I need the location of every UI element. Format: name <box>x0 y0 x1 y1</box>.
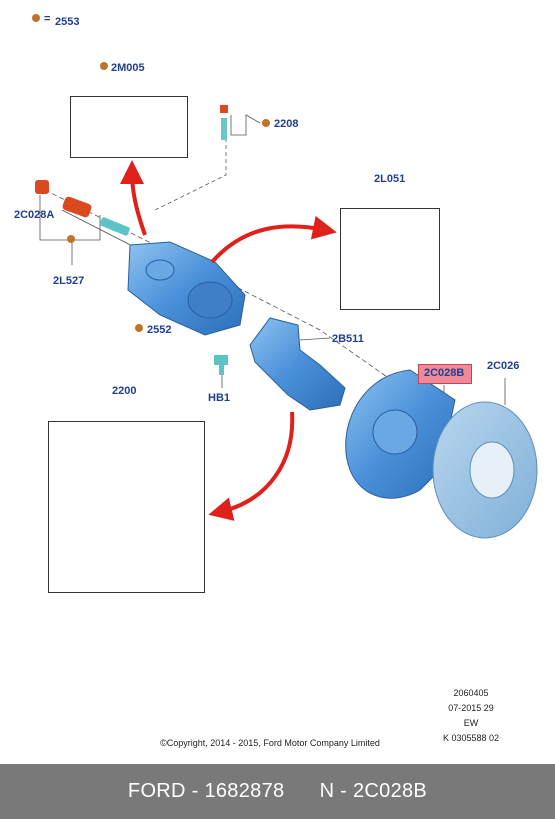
label-2b511: 2B511 <box>332 333 364 345</box>
legend-symbol: = <box>44 13 51 25</box>
meta-line-4: K 0305588 02 <box>442 733 500 743</box>
footer-bar: FORD - 1682878 N - 2C028B <box>0 764 555 819</box>
drawing-metadata: 2060405 07-2015 29 EW K 0305588 02 <box>411 686 531 746</box>
label-2208: 2208 <box>274 118 299 130</box>
label-2c026: 2C026 <box>487 360 520 372</box>
bolt-drawing <box>214 355 228 375</box>
marker-dot-2l527 <box>67 235 75 243</box>
arrow-to-spring-kit <box>120 160 147 236</box>
guide-pin-drawing <box>35 180 130 236</box>
label-2c028b: 2C028B <box>424 367 465 379</box>
legend-dot <box>32 14 40 22</box>
meta-line-3: EW <box>463 718 479 728</box>
dust-shield-drawing <box>345 369 456 499</box>
meta-line-1: 2060405 <box>453 688 489 698</box>
marker-dot-2m005 <box>100 62 108 70</box>
label-2200: 2200 <box>112 385 137 397</box>
arrow-to-pad-kit <box>208 411 295 521</box>
highlighted-part-marker <box>418 364 472 384</box>
label-2c028a: 2C028A <box>14 209 55 221</box>
label-2l527: 2L527 <box>53 275 85 287</box>
label-2m005: 2M005 <box>111 62 145 74</box>
legend-code: 2553 <box>55 16 80 28</box>
bleed-screw-drawing <box>220 105 228 140</box>
marker-dot-2552 <box>135 324 143 332</box>
copyright-text: ©Copyright, 2014 - 2015, Ford Motor Comp… <box>160 738 380 748</box>
footer-part-code: N - 2C028B <box>319 780 428 802</box>
arrow-to-clip-kit <box>210 215 337 264</box>
caliper-bracket-drawing <box>249 317 346 411</box>
caliper-drawing <box>127 241 246 336</box>
meta-line-2: 07-2015 29 <box>448 703 494 713</box>
spring-kit-box <box>70 96 188 158</box>
label-2l051: 2L051 <box>374 173 406 185</box>
brake-disc-drawing <box>432 401 538 539</box>
label-hb1: HB1 <box>208 392 231 404</box>
footer-spacer <box>284 780 319 803</box>
pad-kit-box <box>48 421 205 593</box>
label-2552: 2552 <box>147 324 172 336</box>
marker-dot-2208 <box>262 119 270 127</box>
footer-part-number: FORD - 1682878 <box>127 780 285 802</box>
clip-kit-box <box>340 208 440 310</box>
